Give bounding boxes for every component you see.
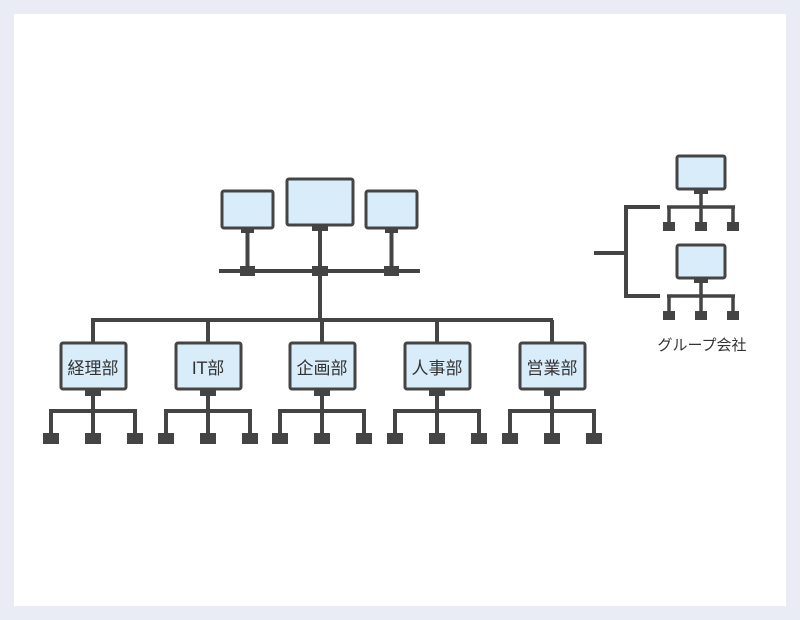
- department-0: 経理部: [43, 320, 143, 444]
- group-company-cluster: グループ会社: [594, 154, 747, 354]
- terminal-node: [663, 222, 675, 231]
- terminal-node: [200, 433, 216, 444]
- port-node: [312, 266, 328, 276]
- department-label: IT部: [192, 359, 224, 379]
- monitor-icon: [675, 154, 727, 191]
- department-1: IT部: [158, 320, 258, 444]
- port-node: [384, 266, 399, 276]
- terminal-node: [158, 433, 174, 444]
- terminal-node: [43, 433, 59, 444]
- terminal-node: [242, 433, 258, 444]
- department-4: 営業部: [502, 320, 602, 444]
- monitor-icon: [220, 189, 275, 276]
- group-company-upper: [663, 154, 739, 231]
- department-label: 営業部: [527, 359, 578, 379]
- department-label: 経理部: [68, 359, 119, 379]
- terminal-node: [727, 222, 739, 231]
- server-monitor-icon: [285, 177, 355, 276]
- terminal-node: [85, 433, 101, 444]
- terminal-node: [502, 433, 518, 444]
- terminal-node: [695, 311, 707, 320]
- terminal-node: [663, 311, 675, 320]
- department-2: 企画部: [272, 320, 372, 444]
- monitor-icon: [675, 243, 727, 280]
- monitor-icon: [364, 189, 419, 276]
- terminal-node: [272, 433, 288, 444]
- terminal-node: [544, 433, 560, 444]
- terminal-node: [356, 433, 372, 444]
- head-office-cluster: [91, 177, 553, 322]
- terminal-node: [586, 433, 602, 444]
- terminal-node: [695, 222, 707, 231]
- terminal-node: [471, 433, 487, 444]
- terminal-node: [429, 433, 445, 444]
- department-label: 人事部: [412, 359, 463, 379]
- terminal-node: [727, 311, 739, 320]
- terminal-node: [387, 433, 403, 444]
- diagram-panel: [14, 14, 786, 606]
- department-label: 企画部: [297, 359, 348, 379]
- group-company-lower: [663, 243, 739, 320]
- terminal-node: [127, 433, 143, 444]
- department-3: 人事部: [387, 320, 487, 444]
- terminal-node: [314, 433, 330, 444]
- group-company-label: グループ会社: [657, 336, 746, 354]
- port-node: [240, 266, 255, 276]
